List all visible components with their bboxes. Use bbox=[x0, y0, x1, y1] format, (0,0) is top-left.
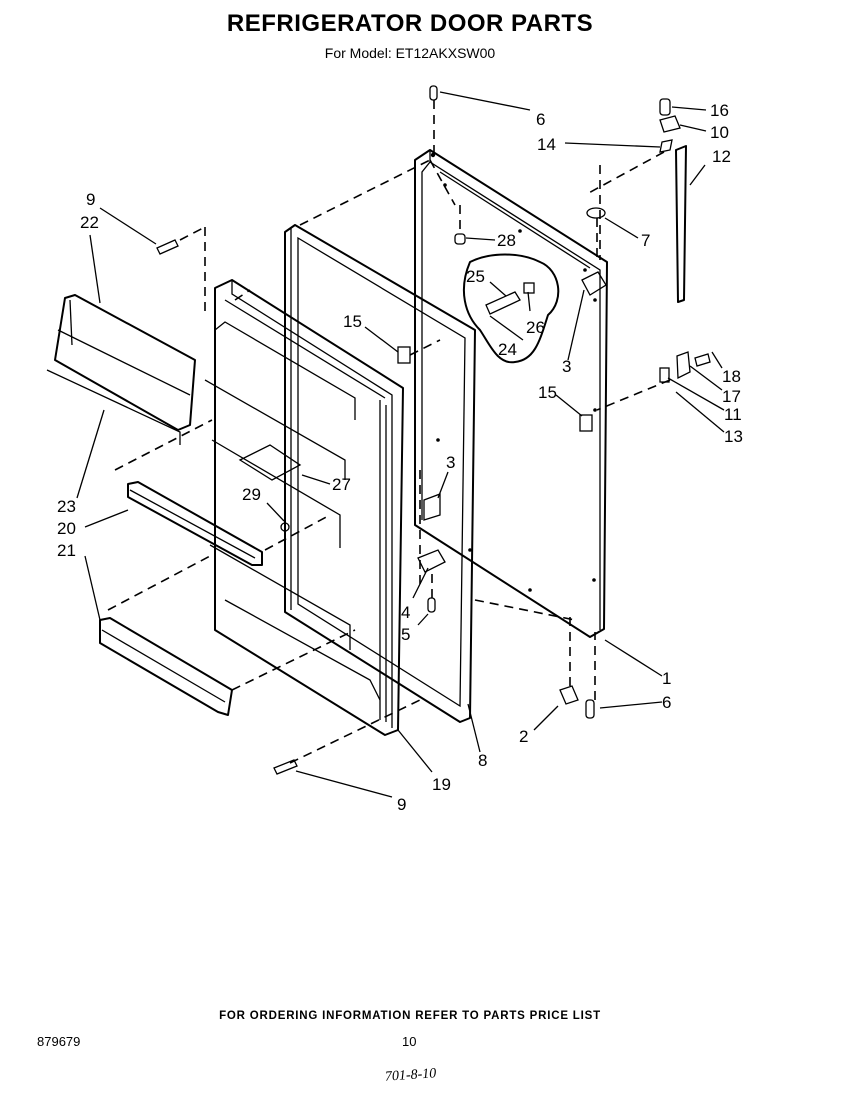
callout-18: 18 bbox=[722, 367, 741, 386]
callout-29: 29 bbox=[242, 485, 261, 504]
callout-labels: 6 16 10 14 12 9 22 28 7 25 26 24 15 3 18… bbox=[57, 101, 743, 814]
callout-3-middle: 3 bbox=[446, 453, 455, 472]
callout-9-bottom: 9 bbox=[397, 795, 406, 814]
upper-shelf-assembly bbox=[46, 294, 196, 445]
callout-27: 27 bbox=[332, 475, 351, 494]
callout-26: 26 bbox=[526, 318, 545, 337]
callout-13: 13 bbox=[724, 427, 743, 446]
shelf-bar bbox=[127, 481, 263, 566]
diagram-code: 879679 bbox=[37, 1034, 81, 1049]
callout-17: 17 bbox=[722, 387, 741, 406]
callout-10: 10 bbox=[710, 123, 729, 142]
callout-7: 7 bbox=[641, 231, 650, 250]
callout-15-right: 15 bbox=[538, 383, 557, 402]
callout-22: 22 bbox=[80, 213, 99, 232]
callout-9-top: 9 bbox=[86, 190, 95, 209]
detail-inset bbox=[462, 253, 560, 364]
outer-door-panel bbox=[414, 149, 608, 638]
callout-11: 11 bbox=[724, 405, 742, 424]
callout-6-bottom: 6 bbox=[662, 693, 671, 712]
alignment-lines bbox=[107, 100, 671, 764]
page-title: REFRIGERATOR DOOR PARTS bbox=[226, 10, 594, 37]
callout-8: 8 bbox=[478, 751, 487, 770]
lower-shelf bbox=[99, 617, 233, 716]
callout-23: 23 bbox=[57, 497, 76, 516]
callout-24: 24 bbox=[498, 340, 517, 359]
page-number: 10 bbox=[402, 1034, 417, 1049]
hardware-parts bbox=[156, 85, 711, 775]
leader-lines bbox=[76, 91, 725, 798]
inner-door-liner bbox=[204, 279, 404, 736]
callout-21: 21 bbox=[57, 541, 76, 560]
callout-16: 16 bbox=[710, 101, 729, 120]
model-subtitle: For Model: ET12AKXSW00 bbox=[324, 45, 496, 61]
callout-4: 4 bbox=[401, 603, 410, 622]
callout-19: 19 bbox=[432, 775, 451, 794]
callout-2: 2 bbox=[519, 727, 528, 746]
callout-12: 12 bbox=[712, 147, 731, 166]
callout-1: 1 bbox=[662, 669, 671, 688]
callout-14: 14 bbox=[537, 135, 556, 154]
callout-28: 28 bbox=[497, 231, 516, 250]
ordering-note: FOR ORDERING INFORMATION REFER TO PARTS … bbox=[219, 1010, 601, 1022]
callout-15-left: 15 bbox=[343, 312, 362, 331]
callout-6-top: 6 bbox=[536, 110, 545, 129]
callout-5: 5 bbox=[401, 625, 410, 644]
callout-3-top: 3 bbox=[562, 357, 571, 376]
callout-25: 25 bbox=[466, 267, 485, 286]
callout-20: 20 bbox=[57, 519, 76, 538]
door-gasket bbox=[284, 224, 476, 723]
